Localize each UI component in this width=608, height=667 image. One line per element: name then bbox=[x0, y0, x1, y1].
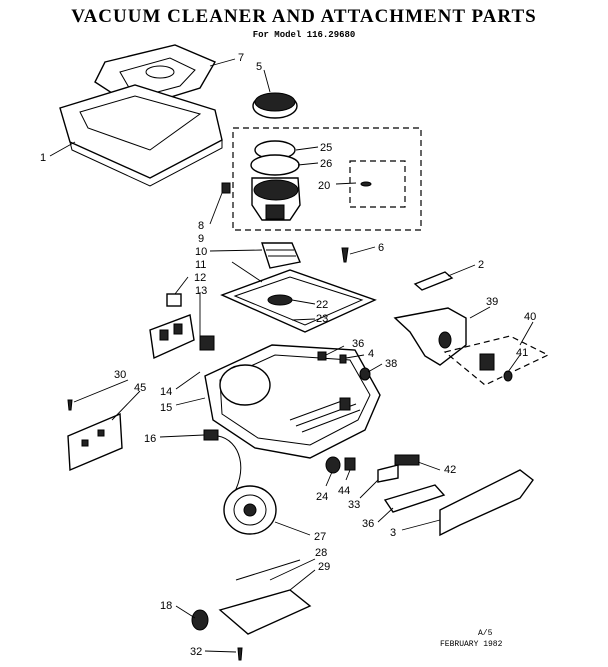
callout-5: 5 bbox=[256, 61, 262, 73]
panel-part bbox=[67, 399, 123, 472]
callout-9: 9 bbox=[198, 233, 204, 245]
bag-holder-part bbox=[393, 307, 467, 366]
motor-part bbox=[250, 140, 301, 221]
callout-2: 2 bbox=[478, 259, 484, 271]
callout-39: 39 bbox=[486, 296, 498, 308]
page-code: A/5 bbox=[478, 629, 493, 638]
switch-parts bbox=[149, 293, 215, 360]
callout-32: 33 bbox=[348, 499, 360, 511]
filter-part bbox=[252, 92, 298, 119]
bracket-subbox bbox=[349, 160, 406, 208]
print-date: FEBRUARY 1982 bbox=[440, 640, 503, 649]
pad-part bbox=[413, 271, 454, 291]
callout-36: 36 bbox=[352, 338, 364, 350]
callout-38: 38 bbox=[385, 358, 397, 370]
callout-20: 20 bbox=[318, 180, 330, 192]
model-subtitle: For Model 116.29680 bbox=[252, 30, 356, 40]
latch-part bbox=[479, 353, 513, 382]
callout-23: 23 bbox=[316, 313, 328, 325]
handle-part bbox=[439, 469, 534, 537]
callout-40: 40 bbox=[524, 311, 536, 323]
callout-28: 28 bbox=[315, 547, 327, 559]
callout-6: 6 bbox=[378, 242, 384, 254]
callout-1: 1 bbox=[40, 152, 46, 164]
callout-26: 26 bbox=[320, 158, 332, 170]
callout-30-bottom: 32 bbox=[190, 646, 202, 658]
diagram-title: VACUUM CLEANER AND ATTACHMENT PARTS bbox=[71, 6, 537, 27]
motor-assembly-outline bbox=[232, 127, 422, 231]
main-housing-part bbox=[204, 344, 381, 459]
cord-reel-part bbox=[223, 485, 277, 535]
latch-outline bbox=[443, 335, 550, 386]
callout-11: 11 bbox=[195, 259, 206, 271]
base-plate-part bbox=[191, 559, 312, 661]
callout-25: 25 bbox=[320, 142, 332, 154]
callout-29: 29 bbox=[318, 561, 330, 573]
fasteners-part bbox=[317, 351, 371, 381]
callout-10: 10 bbox=[195, 246, 207, 258]
lid-part bbox=[59, 84, 223, 187]
callout-22: 22 bbox=[316, 299, 328, 311]
callout-45: 45 bbox=[134, 382, 146, 394]
callout-27: 27 bbox=[314, 531, 326, 543]
gasket-part bbox=[261, 242, 301, 269]
callout-42: 42 bbox=[444, 464, 456, 476]
callout-18: 18 bbox=[160, 600, 172, 612]
callout-12: 12 bbox=[194, 272, 206, 284]
small-parts bbox=[325, 454, 446, 513]
callout-41: 41 bbox=[516, 347, 528, 359]
callout-7: 7 bbox=[238, 52, 244, 64]
clip-part bbox=[221, 182, 231, 194]
callout-16: 16 bbox=[144, 433, 156, 445]
callout-3: 3 bbox=[390, 527, 396, 539]
callout-33: 36 bbox=[362, 518, 374, 530]
callout-44: 44 bbox=[338, 485, 350, 497]
footer-info: A/5 FEBRUARY 1982 bbox=[440, 628, 502, 650]
callout-8: 8 bbox=[198, 220, 204, 232]
callout-24: 24 bbox=[316, 491, 328, 503]
leader-lines bbox=[49, 58, 534, 653]
callout-4: 4 bbox=[368, 348, 374, 360]
callout-15: 15 bbox=[160, 402, 172, 414]
screw-part bbox=[341, 247, 349, 263]
callout-13: 13 bbox=[195, 285, 207, 297]
callout-30-top: 30 bbox=[114, 369, 126, 381]
callouts: 7 1 5 25 26 20 8 9 10 11 6 2 22 23 12 13… bbox=[40, 52, 536, 658]
callout-14: 14 bbox=[160, 386, 172, 398]
